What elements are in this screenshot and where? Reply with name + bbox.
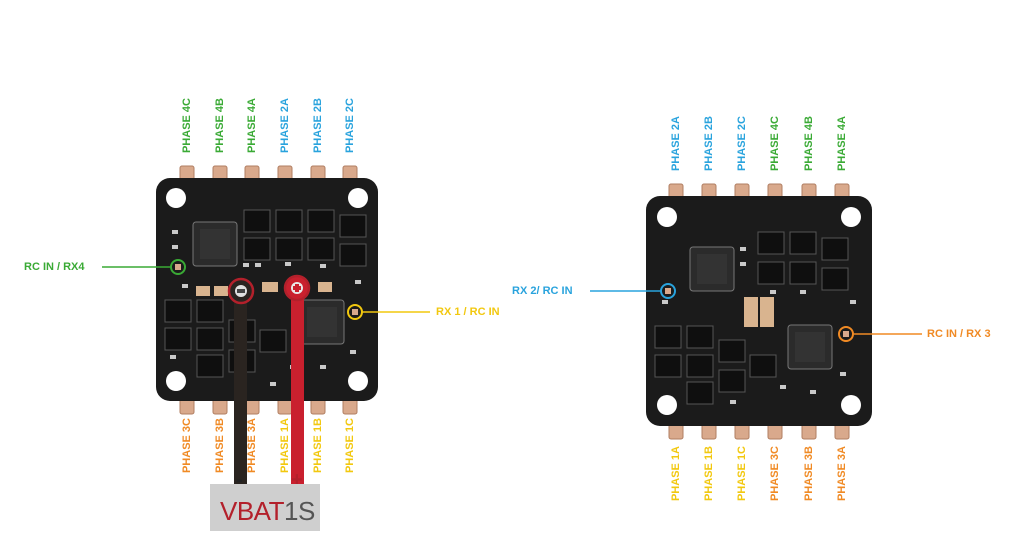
rx2-rc-in-callout: RX 2/ RC IN	[512, 285, 573, 297]
right-mounting-holes	[657, 207, 861, 415]
right-bottom-label-1b: PHASE 1B	[703, 446, 715, 502]
cell-count-text: 1S	[283, 496, 315, 526]
right-bottom-label-1a: PHASE 1A	[670, 446, 682, 502]
right-mosfets	[654, 231, 849, 405]
rc-in-rx4-callout: RC IN / RX4	[24, 261, 85, 273]
right-bottom-label-3b: PHASE 3B	[803, 446, 815, 502]
right-top-label-2a: PHASE 2A	[670, 116, 682, 172]
right-smd-parts	[662, 247, 856, 404]
left-top-label-2c: PHASE 2C	[344, 98, 356, 154]
left-top-label-2b: PHASE 2B	[312, 98, 324, 154]
minus-sign: -	[236, 469, 243, 491]
left-top-label-4c: PHASE 4C	[181, 98, 193, 154]
right-bottom-label-3a: PHASE 3A	[836, 446, 848, 502]
left-bottom-label-1a: PHASE 1A	[279, 418, 291, 474]
left-bottom-label-3a: PHASE 3A	[246, 418, 258, 474]
left-bottom-label-1c: PHASE 1C	[344, 418, 356, 474]
right-top-label-4b: PHASE 4B	[803, 116, 815, 172]
rc-in-rx3-callout: RC IN / RX 3	[927, 328, 991, 340]
vbat-label: VBAT1S	[220, 496, 315, 526]
right-top-label-2c: PHASE 2C	[736, 116, 748, 172]
right-top-label-2b: PHASE 2B	[703, 116, 715, 172]
left-chips	[192, 221, 345, 345]
right-bottom-label-1c: PHASE 1C	[736, 446, 748, 502]
left-bottom-label-1b: PHASE 1B	[312, 418, 324, 474]
left-bottom-label-3c: PHASE 3C	[181, 418, 193, 474]
left-bottom-pads	[179, 397, 358, 415]
left-top-label-4b: PHASE 4B	[214, 98, 226, 154]
rx1-rc-in-callout: RX 1 / RC IN	[436, 306, 500, 318]
right-chips	[689, 246, 833, 370]
left-top-label-4a: PHASE 4A	[246, 98, 258, 154]
right-pcb	[646, 196, 872, 426]
right-top-label-4a: PHASE 4A	[836, 116, 848, 172]
right-capacitors	[744, 297, 774, 327]
left-mounting-holes	[166, 188, 368, 391]
left-top-label-2a: PHASE 2A	[279, 98, 291, 154]
vbat-text: VBAT	[220, 496, 284, 526]
right-board	[590, 183, 922, 440]
vbat-label-box	[210, 484, 320, 531]
left-bottom-label-3b: PHASE 3B	[214, 418, 226, 474]
left-board	[102, 165, 430, 486]
left-capacitors	[196, 282, 332, 296]
right-bottom-pads	[668, 422, 850, 440]
battery-wires	[227, 274, 311, 486]
plus-sign: +	[291, 469, 303, 491]
right-bottom-label-3c: PHASE 3C	[769, 446, 781, 502]
right-top-label-4c: PHASE 4C	[769, 116, 781, 172]
